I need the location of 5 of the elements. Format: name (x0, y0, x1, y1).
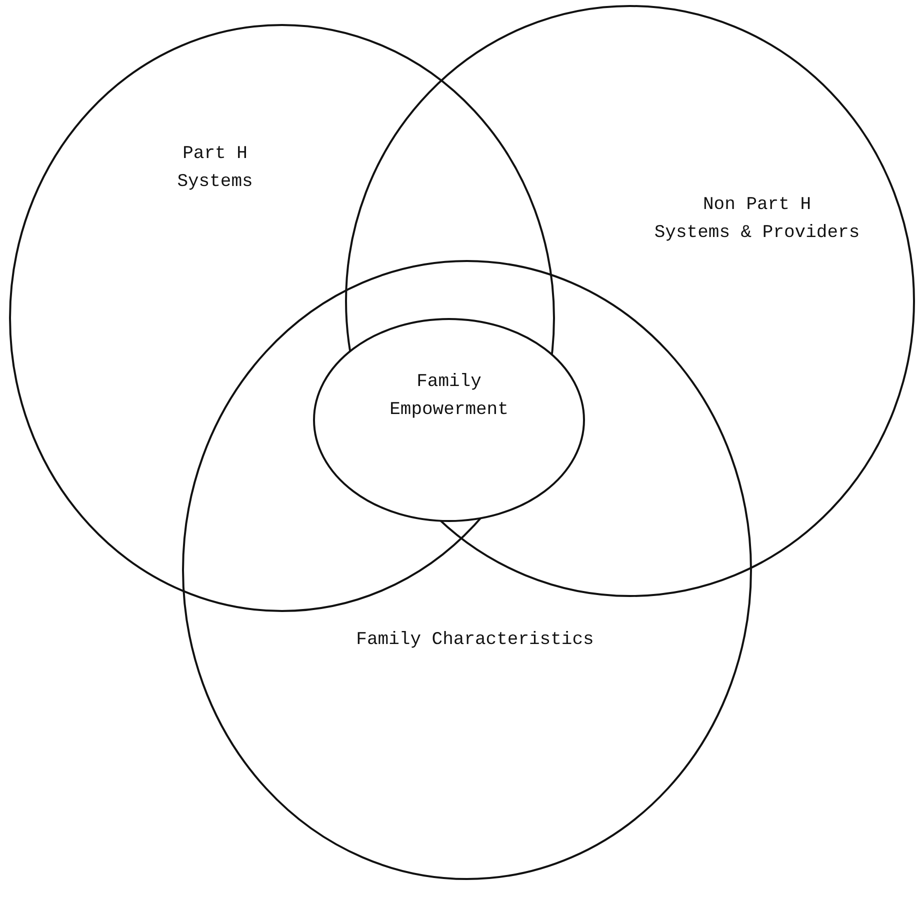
set-label: Systems & Providers (654, 222, 860, 245)
set-label: Non Part H (702, 194, 812, 217)
set-label: Family Characteristics (356, 629, 594, 652)
set-label: Part H Systems (177, 143, 253, 194)
set-label: Family Empowerment (388, 371, 510, 422)
